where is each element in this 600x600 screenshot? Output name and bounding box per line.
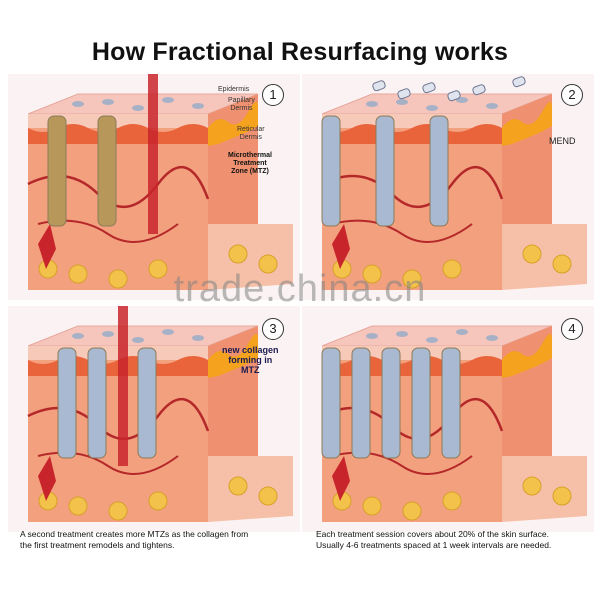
fat-globule xyxy=(522,476,542,496)
label-mtz: Microthermal Treatment Zone (MTZ) xyxy=(228,152,272,175)
surface-pore xyxy=(486,103,498,109)
side-wave-layer xyxy=(502,101,552,146)
panel-number-1: 1 xyxy=(262,84,284,106)
mtz-column xyxy=(441,347,461,459)
mtz-column xyxy=(97,115,117,227)
surface-pore xyxy=(192,335,204,341)
surface-pore xyxy=(162,329,174,335)
mend-particle xyxy=(422,82,436,94)
surface-pore xyxy=(426,337,438,343)
mend-particle xyxy=(397,88,411,100)
mtz-column xyxy=(411,347,431,459)
mtz-column xyxy=(57,347,77,459)
panel-4-remodeled-skin xyxy=(302,306,594,532)
hair-follicle xyxy=(332,456,350,501)
fat-globule xyxy=(402,269,422,289)
mend-particle xyxy=(372,80,386,92)
mtz-column xyxy=(381,347,401,459)
panel-2-mend xyxy=(302,74,594,300)
label-mend: MEND xyxy=(549,136,576,146)
fat-globule xyxy=(522,244,542,264)
side-wave-layer xyxy=(502,333,552,378)
laser-beam xyxy=(148,74,158,234)
skin-block-illustration xyxy=(8,74,300,300)
lower-dermis-ledge xyxy=(208,224,293,290)
fat-globule xyxy=(362,264,382,284)
panel-3-new-collagen xyxy=(8,306,300,532)
mtz-column xyxy=(321,347,341,459)
papillary-dermis-band xyxy=(28,124,208,144)
surface-pore xyxy=(72,333,84,339)
fat-globule xyxy=(442,259,462,279)
hair-follicle xyxy=(38,224,56,269)
surface-pore xyxy=(366,333,378,339)
hair-follicle xyxy=(38,456,56,501)
mend-particle xyxy=(447,90,461,102)
surface-pore xyxy=(396,331,408,337)
surface-pore xyxy=(426,105,438,111)
fat-globule xyxy=(108,269,128,289)
lower-dermis-ledge xyxy=(502,456,587,522)
fat-globule xyxy=(148,259,168,279)
fat-globule xyxy=(228,244,248,264)
side-wave-layer xyxy=(208,333,258,378)
surface-pore xyxy=(132,105,144,111)
fat-globule xyxy=(68,496,88,516)
surface-pore xyxy=(192,103,204,109)
fat-globule xyxy=(442,491,462,511)
fat-globule xyxy=(258,254,278,274)
surface-pore xyxy=(366,101,378,107)
hair-follicle xyxy=(332,224,350,269)
panel-number-4: 4 xyxy=(561,318,583,340)
side-wave-layer xyxy=(208,101,258,146)
fat-globule xyxy=(68,264,88,284)
mend-particle xyxy=(472,84,486,96)
label-papillary-dermis: Papillary Dermis xyxy=(228,97,255,112)
caption-right: Each treatment session covers about 20% … xyxy=(316,529,552,550)
blood-vessel xyxy=(331,219,473,243)
surface-pore xyxy=(132,337,144,343)
mtz-column xyxy=(321,115,341,227)
fat-globule xyxy=(148,491,168,511)
label-epidermis: Epidermis xyxy=(218,86,250,93)
panel-number-3: 3 xyxy=(262,318,284,340)
lower-dermis-ledge xyxy=(208,456,293,522)
fat-globule xyxy=(552,486,572,506)
skin-block-illustration xyxy=(8,306,300,532)
skin-block-illustration xyxy=(302,306,594,532)
mend-particle xyxy=(512,76,526,88)
fat-globule xyxy=(258,486,278,506)
surface-pore xyxy=(102,99,114,105)
surface-pore xyxy=(72,101,84,107)
watermark: trade.china.cn xyxy=(173,268,427,310)
fat-globule xyxy=(552,254,572,274)
mtz-column xyxy=(47,115,67,227)
page-title: How Fractional Resurfacing works xyxy=(91,38,509,66)
fat-globule xyxy=(362,496,382,516)
laser-beam xyxy=(118,306,128,466)
surface-pore xyxy=(102,331,114,337)
fat-globule xyxy=(402,501,422,521)
fat-globule xyxy=(108,501,128,521)
surface-pore xyxy=(162,97,174,103)
lower-dermis-ledge xyxy=(502,224,587,290)
blood-vessel xyxy=(321,165,504,209)
papillary-dermis-band xyxy=(322,124,502,144)
surface-pore xyxy=(396,99,408,105)
fat-globule xyxy=(228,476,248,496)
mtz-column xyxy=(87,347,107,459)
mtz-column xyxy=(137,347,157,459)
epidermis-band xyxy=(322,114,502,128)
skin-block-illustration xyxy=(302,74,594,300)
mtz-column xyxy=(351,347,371,459)
caption-left: A second treatment creates more MTZs as … xyxy=(20,529,249,550)
mtz-column xyxy=(429,115,449,227)
surface-pore xyxy=(486,335,498,341)
surface-pore xyxy=(456,329,468,335)
label-new-collagen: new collagen forming in MTZ xyxy=(222,345,279,375)
panel-1-microthermal-zones xyxy=(8,74,300,300)
panel-number-2: 2 xyxy=(561,84,583,106)
label-reticular-dermis: Reticular Dermis xyxy=(237,126,265,141)
mtz-column xyxy=(375,115,395,227)
